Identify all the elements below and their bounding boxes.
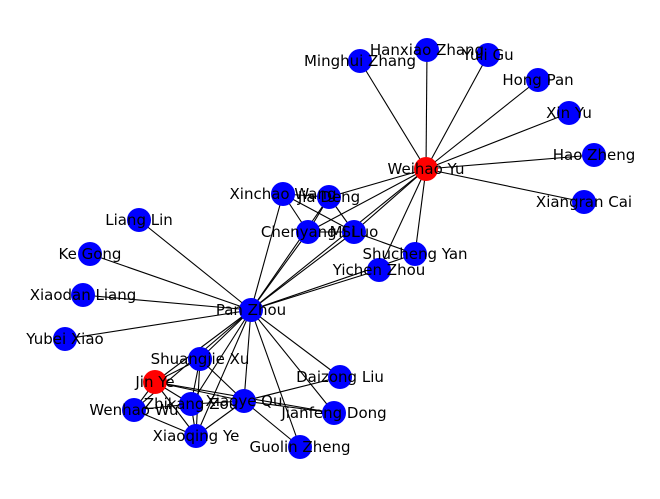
node-yichen-zhou xyxy=(367,258,391,282)
node-label-zhikang-zou: Zhikang Zou xyxy=(144,395,238,413)
node-mi-luo xyxy=(342,220,366,244)
node-xiaoqing-ye xyxy=(184,424,208,448)
node-label-shucheng-yan: Shucheng Yan xyxy=(362,245,467,263)
node-jin-ye xyxy=(143,370,167,394)
node-label-hanxiao-zhang: Hanxiao Zhang xyxy=(370,41,484,59)
edge-mi-luo-to-pan-zhou xyxy=(250,231,355,311)
node-xinchao-wang xyxy=(271,182,295,206)
node-minghui-zhang xyxy=(348,49,372,73)
node-label-xiaoqing-ye: Xiaoqing Ye xyxy=(153,427,240,445)
edge-xiaoye-qu-to-jianfeng-dong xyxy=(243,400,335,414)
edge-pan-zhou-to-guolin-zheng xyxy=(250,309,301,448)
node-label-ke-gong: Ke Gong xyxy=(59,245,122,263)
edge-pan-zhou-to-ke-gong xyxy=(89,253,252,311)
edge-weihao-yu-to-shucheng-yan xyxy=(414,168,427,255)
node-label-shuangjie-xu: Shuangjie Xu xyxy=(151,350,250,368)
edge-weihao-yu-to-xin-yu xyxy=(425,112,570,170)
node-label-jia-deng: Jia Deng xyxy=(297,188,360,206)
edge-pan-zhou-to-daizong-liu xyxy=(250,309,341,378)
node-weihao-yu xyxy=(414,157,438,181)
edge-weihao-yu-to-xiangran-cai xyxy=(425,168,585,203)
node-shucheng-yan xyxy=(403,242,427,266)
node-label-guolin-zheng: Guolin Zheng xyxy=(250,438,351,456)
node-chenyang-si xyxy=(296,220,320,244)
node-hao-zheng xyxy=(582,143,606,167)
edge-yichen-zhou-to-pan-zhou xyxy=(250,269,380,311)
node-ke-gong xyxy=(78,242,102,266)
edge-pan-zhou-to-xiaoye-qu xyxy=(243,309,252,402)
edge-weihao-yu-to-minghui-zhang xyxy=(359,60,427,170)
edge-weihao-yu-to-hao-zheng xyxy=(425,154,595,170)
edge-pan-zhou-to-zhikang-zou xyxy=(190,309,252,405)
node-label-pan-zhou: Pan Zhou xyxy=(216,301,286,319)
edge-chenyang-si-to-pan-zhou xyxy=(250,231,309,311)
node-label-xin-yu: Xin Yu xyxy=(546,104,592,122)
edge-weihao-yu-to-pan-zhou xyxy=(250,168,427,311)
nodes-layer xyxy=(53,38,606,459)
node-yubei-xiao xyxy=(53,327,77,351)
node-daizong-liu xyxy=(328,365,352,389)
node-label-xiaodan-liang: Xiaodan Liang xyxy=(30,286,137,304)
node-xiaoye-qu xyxy=(232,389,256,413)
edge-pan-zhou-to-liang-lin xyxy=(138,219,252,311)
node-label-wenhao-wu: Wenhao Wu xyxy=(89,401,178,419)
node-xin-yu xyxy=(557,101,581,125)
labels-layer: Weihao Yu Jin Ye Pan Zhou Hanxiao ZhangYuli… xyxy=(25,41,635,456)
node-label-yichen-zhou: Yichen Zhou xyxy=(332,261,426,279)
edge-xinchao-wang-to-pan-zhou xyxy=(250,193,284,311)
edge-xiaoye-qu-to-guolin-zheng xyxy=(243,400,301,448)
node-label-yubei-xiao: Yubei Xiao xyxy=(25,330,103,348)
node-guolin-zheng xyxy=(288,435,312,459)
node-label-minghui-zhang: Minghui Zhang xyxy=(304,52,416,70)
node-label-daizong-liu: Daizong Liu xyxy=(296,368,384,386)
edge-weihao-yu-to-mi-luo xyxy=(353,168,427,233)
edge-pan-zhou-to-jin-ye xyxy=(154,309,252,383)
edge-pan-zhou-to-yubei-xiao xyxy=(64,309,252,340)
node-xiaodan-liang xyxy=(71,283,95,307)
node-jianfeng-dong xyxy=(322,401,346,425)
node-jia-deng xyxy=(317,185,341,209)
node-xiangran-cai xyxy=(572,190,596,214)
node-label-chenyang-si: Chenyang Si xyxy=(261,223,355,241)
node-pan-zhou xyxy=(239,298,263,322)
node-label-weihao-yu: Weihao Yu xyxy=(388,160,465,178)
edge-weihao-yu-to-jia-deng xyxy=(328,168,427,198)
edge-weihao-yu-to-yichen-zhou xyxy=(378,168,427,271)
node-liang-lin xyxy=(127,208,151,232)
node-label-jin-ye: Jin Ye xyxy=(134,373,174,391)
edge-pan-zhou-to-jianfeng-dong xyxy=(250,309,335,414)
node-label-jianfeng-dong: Jianfeng Dong xyxy=(280,404,386,422)
node-yuli-gu xyxy=(476,43,500,67)
edge-weihao-yu-to-hong-pan xyxy=(425,79,539,170)
edge-jia-deng-to-pan-zhou xyxy=(250,196,330,311)
edge-pan-zhou-to-xiaodan-liang xyxy=(82,294,252,311)
node-label-liang-lin: Liang Lin xyxy=(105,211,173,229)
edge-weihao-yu-to-yuli-gu xyxy=(425,54,489,170)
edge-pan-zhou-to-xiaoqing-ye xyxy=(195,309,252,437)
node-hong-pan xyxy=(526,68,550,92)
edge-weihao-yu-to-chenyang-si xyxy=(307,168,427,233)
node-hanxiao-zhang xyxy=(415,38,439,62)
node-label-mi-luo: Mi Luo xyxy=(330,223,379,241)
node-zhikang-zou xyxy=(179,392,203,416)
edge-jin-ye-to-xiaoye-qu xyxy=(154,381,245,402)
edge-xiaoye-qu-to-daizong-liu xyxy=(243,376,341,402)
node-label-xiangran-cai: Xiangran Cai xyxy=(536,193,632,211)
node-wenhao-wu xyxy=(122,398,146,422)
node-label-hao-zheng: Hao Zheng xyxy=(553,146,635,164)
node-label-yuli-gu: Yuli Gu xyxy=(461,46,513,64)
node-label-hong-pan: Hong Pan xyxy=(502,71,573,89)
edge-weihao-yu-to-hanxiao-zhang xyxy=(425,49,428,170)
node-label-xiaoye-qu: Xiaoye Qu xyxy=(206,392,283,410)
node-label-xinchao-wang: Xinchao Wang xyxy=(230,185,337,203)
node-shuangjie-xu xyxy=(188,347,212,371)
